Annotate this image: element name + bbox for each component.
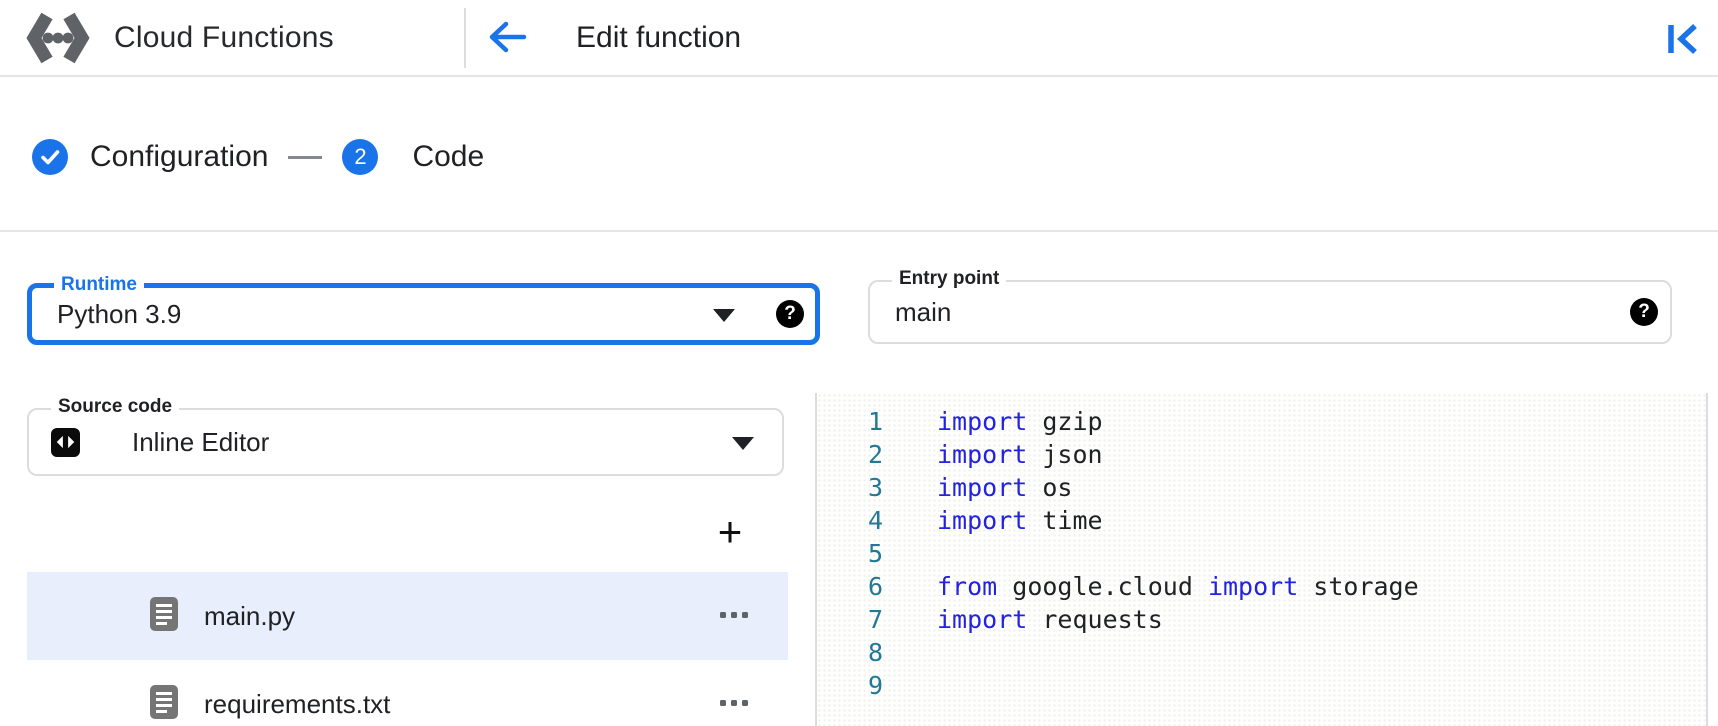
code-text: import os (937, 473, 1073, 502)
step-configuration-check[interactable] (32, 139, 68, 175)
file-row-main-py[interactable]: main.py (27, 572, 788, 660)
code-line[interactable]: 7 import requests (817, 603, 1706, 636)
code-brackets-icon (51, 427, 80, 457)
line-number: 7 (867, 605, 883, 634)
code-line[interactable]: 5 (817, 537, 1706, 570)
code-text: import time (937, 506, 1103, 535)
code-text: from google.cloud import storage (937, 572, 1419, 601)
cloud-functions-logo-icon (22, 11, 94, 70)
line-number: 8 (867, 638, 883, 667)
line-number: 3 (867, 473, 883, 502)
add-file-button[interactable]: + (717, 508, 743, 555)
step-number: 2 (354, 144, 367, 169)
file-row-requirements-txt[interactable]: requirements.txt (27, 660, 788, 726)
more-horizontal-icon[interactable] (720, 700, 748, 706)
more-horizontal-icon[interactable] (720, 612, 748, 618)
code-lines: 1 import gzip 2 import json 3 import os 4 impor… (817, 393, 1706, 702)
document-icon (149, 684, 179, 725)
app-header: Cloud Functions Edit function (0, 0, 1718, 77)
runtime-value: Python 3.9 (57, 298, 182, 329)
file-name: requirements.txt (204, 688, 391, 719)
section-divider (0, 230, 1718, 232)
back-arrow-icon[interactable] (482, 8, 534, 66)
code-text: import requests (937, 605, 1163, 634)
runtime-select[interactable]: Runtime Python 3.9 ? (27, 274, 820, 345)
dropdown-caret-icon[interactable] (732, 437, 754, 450)
source-code-select[interactable]: Source code Inline Editor (27, 396, 784, 476)
stepper: Configuration 2 Code (32, 138, 484, 176)
entry-point-value: main (895, 296, 952, 327)
line-number: 5 (867, 539, 883, 568)
runtime-label: Runtime (54, 274, 144, 296)
runtime-help-icon[interactable]: ? (776, 300, 804, 328)
entry-point-help-icon[interactable]: ? (1630, 298, 1658, 326)
code-line[interactable]: 6 from google.cloud import storage (817, 570, 1706, 603)
header-divider (464, 8, 466, 68)
check-icon (41, 150, 60, 165)
code-line[interactable]: 1 import gzip (817, 405, 1706, 438)
source-code-label: Source code (51, 396, 180, 418)
step-connector (288, 155, 323, 159)
entry-point-label: Entry point (892, 268, 1007, 290)
code-line[interactable]: 8 (817, 636, 1706, 669)
line-number: 9 (867, 671, 883, 700)
line-number: 1 (867, 407, 883, 436)
step-code-number[interactable]: 2 (342, 139, 379, 175)
document-icon (149, 596, 179, 637)
code-line[interactable]: 2 import json (817, 438, 1706, 471)
entry-point-field[interactable]: Entry point main ? (868, 268, 1672, 344)
line-number: 2 (867, 440, 883, 469)
product-title: Cloud Functions (114, 20, 334, 54)
code-line[interactable]: 3 import os (817, 471, 1706, 504)
code-text: import gzip (937, 407, 1103, 436)
line-number: 6 (867, 572, 883, 601)
code-line[interactable]: 9 (817, 669, 1706, 702)
code-editor[interactable]: 1 import gzip 2 import json 3 import os 4 impor… (815, 393, 1708, 726)
line-number: 4 (867, 506, 883, 535)
step-configuration-label[interactable]: Configuration (90, 140, 269, 173)
file-name: main.py (204, 600, 296, 631)
collapse-panel-icon[interactable] (1662, 18, 1704, 60)
dropdown-caret-icon[interactable] (713, 309, 735, 322)
code-text: import json (937, 440, 1103, 469)
page-title: Edit function (576, 20, 742, 54)
source-code-value: Inline Editor (132, 426, 270, 457)
code-line[interactable]: 4 import time (817, 504, 1706, 537)
step-code-label[interactable]: Code (412, 140, 485, 173)
